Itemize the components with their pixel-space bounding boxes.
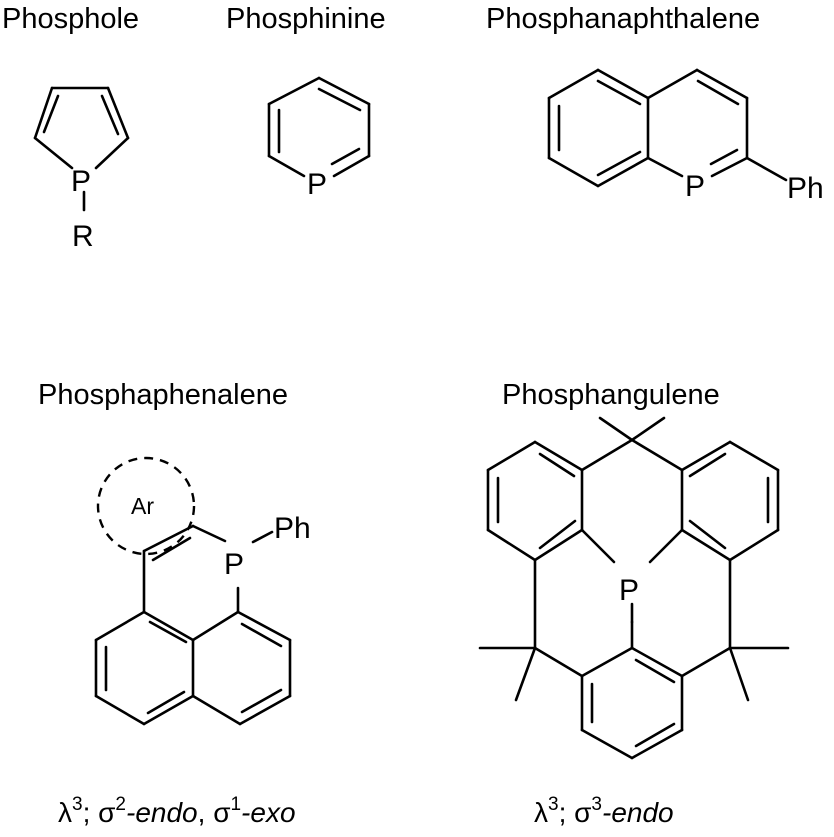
phosphanaphthalene-p-atom: P [685, 170, 705, 203]
phosphaphenalene-ar-group: Ar [131, 493, 154, 519]
aryl-fused-ring-dashed [96, 456, 196, 556]
phosphangulene-title: Phosphangulene [502, 379, 720, 411]
phosphanaphthalene-title: Phosphanaphthalene [486, 3, 760, 35]
phosphaphenalene-title: Phosphaphenalene [38, 379, 288, 411]
phosphole-structure: Phosphole P R [2, 3, 139, 253]
phosphangulene-structure: Phosphangulene [478, 379, 790, 828]
phosphangulene-bonds [478, 416, 790, 760]
phosphaphenalene-bonds [94, 524, 292, 726]
phosphole-title: Phosphole [2, 3, 139, 35]
phosphangulene-p-atom: P [619, 574, 639, 607]
phosphole-bonds [33, 86, 130, 212]
phosphanaphthalene-bonds [547, 68, 788, 188]
phosphinine-title: Phosphinine [226, 3, 386, 35]
phosphaphenalene-ph-group: Ph [274, 512, 311, 545]
phosphangulene-caption: λ3; σ3-endo [534, 794, 674, 828]
phosphinine-p-atom: P [307, 168, 327, 201]
phosphinine-structure: Phosphinine P [226, 3, 386, 201]
phosphinine-bonds [267, 76, 371, 178]
phosphanaphthalene-ph-group: Ph [787, 172, 824, 205]
phosphaphenalene-structure: Phosphaphenalene Ar [38, 379, 311, 828]
phosphaphenalene-p-atom: P [224, 548, 244, 581]
phosphanaphthalene-structure: Phosphanaphthalene P Ph [486, 3, 824, 205]
phosphole-r-group: R [72, 220, 94, 253]
phosphole-p-atom: P [71, 165, 91, 198]
phosphaphenalene-caption: λ3; σ2-endo, σ1-exo [58, 794, 296, 828]
